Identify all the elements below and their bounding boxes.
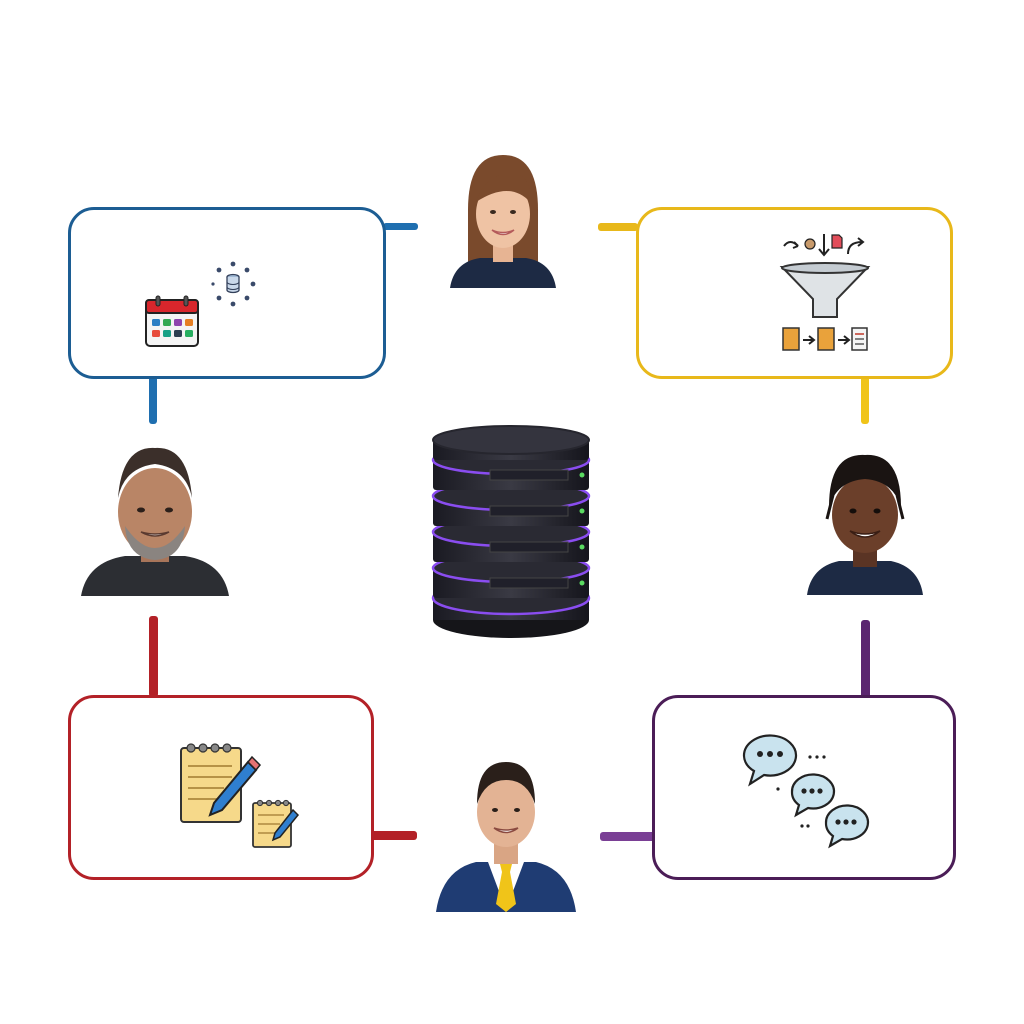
- database-server-icon: [420, 420, 602, 648]
- top-left-box: [68, 207, 386, 379]
- connector-purple-left: [600, 832, 655, 841]
- notepad-pencil-icon: [178, 740, 304, 852]
- person-bottom: [436, 752, 576, 912]
- connector-red-right: [371, 831, 417, 840]
- connector-blue-down: [149, 376, 157, 424]
- connector-yellow-left: [598, 223, 638, 231]
- connector-blue-right: [383, 223, 418, 230]
- connector-red-up: [149, 616, 158, 697]
- connector-yellow-down: [861, 376, 869, 424]
- calendar-database-icon: [140, 258, 270, 353]
- person-right: [807, 449, 923, 595]
- chat-bubbles-icon: [740, 730, 872, 850]
- person-top: [450, 150, 556, 288]
- connector-purple-up: [861, 620, 870, 698]
- funnel-filter-icon: [778, 230, 873, 358]
- person-left: [81, 440, 229, 596]
